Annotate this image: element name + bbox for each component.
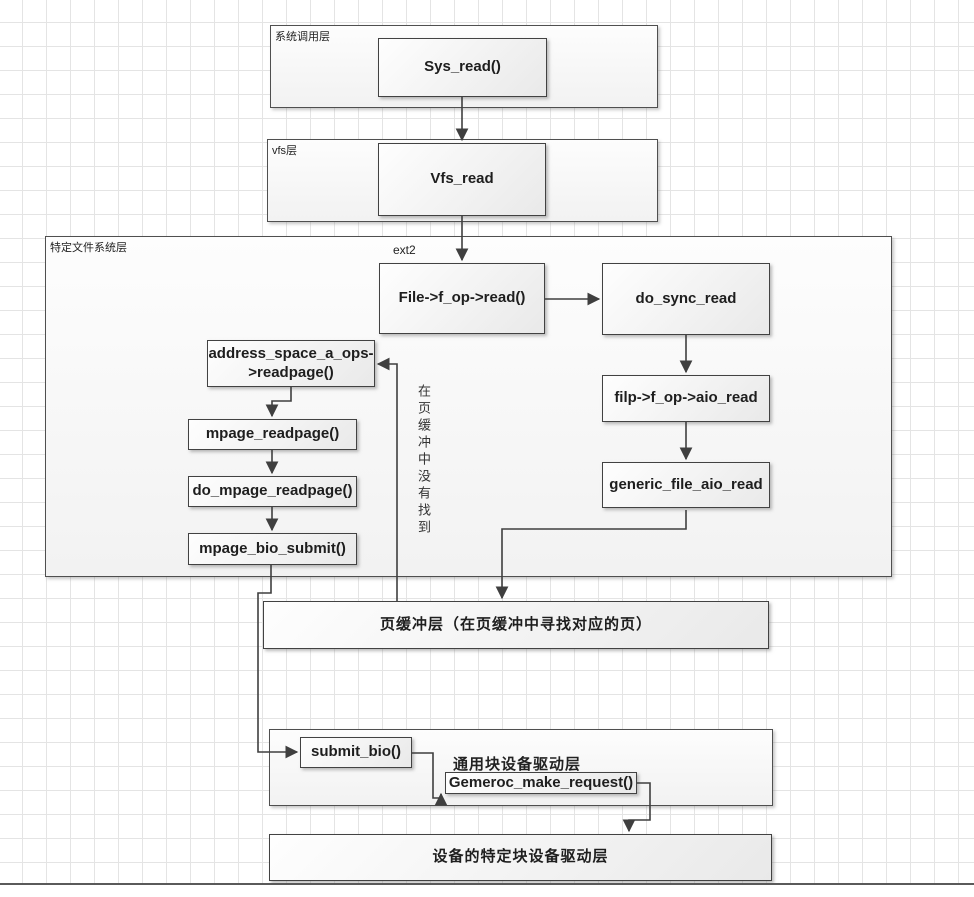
node-page-cache-layer: 页缓冲层（在页缓冲中寻找对应的页） (263, 601, 769, 649)
node-filp-aio-read: filp->f_op->aio_read (602, 375, 770, 422)
node-address-space-readpage: address_space_a_ops- >readpage() (207, 340, 375, 387)
cache-miss-note: 在页缓冲中没有找到 (416, 384, 431, 537)
node-filp-aio-read-label: filp->f_op->aio_read (614, 389, 758, 407)
node-sys-read-label: Sys_read() (424, 58, 501, 76)
node-do-mpage-readpage-label: do_mpage_readpage() (192, 482, 353, 500)
node-file-read-label: File->f_op->read() (398, 289, 526, 307)
node-device-driver-layer-label: 设备的特定块设备驱动层 (432, 848, 609, 866)
layer-vfs-label: vfs层 (272, 145, 298, 157)
layer-syscall-label: 系统调用层 (275, 31, 330, 43)
fs-type-label: ext2 (393, 243, 416, 257)
arrow-mpagebiosubmit-to-submitbio (257, 565, 299, 759)
node-mpage-readpage-label: mpage_readpage() (205, 425, 340, 443)
node-do-sync-read: do_sync_read (602, 263, 770, 335)
node-generic-file-aio-read-label: generic_file_aio_read (609, 475, 763, 493)
node-do-sync-read-label: do_sync_read (635, 289, 737, 307)
node-page-cache-layer-label: 页缓冲层（在页缓冲中寻找对应的页） (379, 615, 652, 633)
node-address-space-readpage-label: address_space_a_ops- >readpage() (208, 344, 374, 381)
node-sys-read: Sys_read() (378, 38, 547, 97)
node-device-driver-layer: 设备的特定块设备驱动层 (269, 834, 772, 881)
node-generic-make-request-label: Gemeroc_make_request() (448, 773, 634, 791)
node-file-read: File->f_op->read() (379, 263, 545, 334)
node-mpage-bio-submit-label: mpage_bio_submit() (199, 539, 346, 557)
canvas-bottom-edge (0, 883, 974, 897)
node-generic-file-aio-read: generic_file_aio_read (602, 462, 770, 508)
node-do-mpage-readpage: do_mpage_readpage() (188, 476, 357, 507)
layer-filesystem-label: 特定文件系统层 (50, 242, 127, 254)
node-mpage-bio-submit: mpage_bio_submit() (188, 533, 357, 565)
node-submit-bio: submit_bio() (300, 737, 412, 768)
node-mpage-readpage: mpage_readpage() (188, 419, 357, 450)
node-vfs-read-label: Vfs_read (430, 170, 494, 188)
node-generic-make-request: Gemeroc_make_request() (445, 772, 637, 794)
node-submit-bio-label: submit_bio() (311, 743, 401, 761)
node-vfs-read: Vfs_read (378, 143, 546, 216)
generic-block-layer-label: 通用块设备驱动层 (453, 756, 582, 773)
